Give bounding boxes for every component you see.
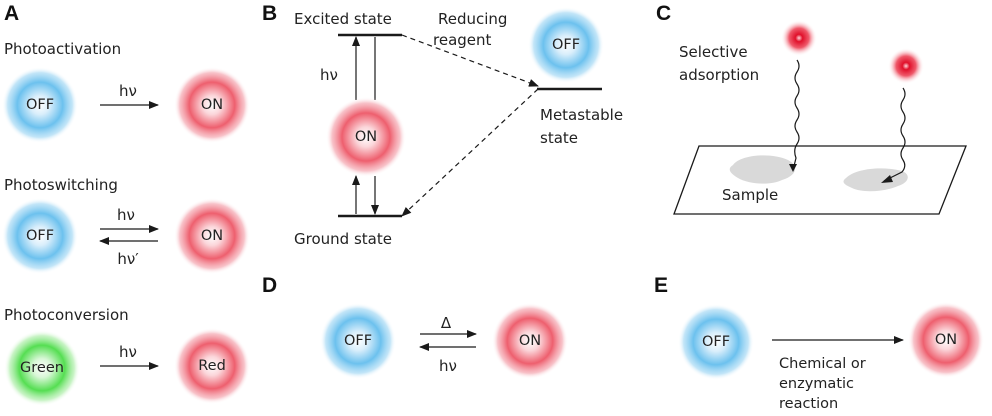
excited-state-label: Excited state [294,10,392,28]
hv-label: hν [320,66,338,84]
panel-b-letter: B [262,2,277,25]
on-state-circle [326,97,406,177]
selective-label: Selective [679,43,748,61]
sample-blob [729,155,796,184]
off-label: OFF [26,97,54,113]
off-label: OFF [26,228,54,244]
sample-slide [673,145,967,215]
on-label: ON [355,129,377,145]
on-state-circle [174,198,250,274]
red-state-circle [174,328,250,404]
panel-d-letter: D [262,274,277,297]
reaction-label-line1: Chemical or [779,356,866,372]
off-state-circle [2,67,78,143]
off-state-circle [528,7,604,83]
wavy-arrow-head [789,164,797,172]
panel-b: B Excited state Ground state hν ON Reduc… [262,2,623,248]
on-label: ON [935,332,957,348]
panel-c: C Selective adsorption Sample [656,2,967,215]
off-state-circle [320,303,396,379]
photoswitching-title: Photoswitching [4,176,118,194]
reduction-dashed-arrow [401,34,539,87]
conversion-hv-label: hν [119,343,137,361]
fluorophore-dot [888,48,924,84]
panel-e-letter: E [654,274,668,297]
ground-state-label: Ground state [294,230,392,248]
green-state-circle [4,330,80,406]
wavy-adsorption-arrow [792,59,800,171]
reaction-label-line3: reaction [779,396,838,412]
panel-e: E OFF Chemical or enzymatic reaction ON [654,274,984,412]
panel-d: D OFF Δ hν ON [262,274,568,379]
photoconversion-title: Photoconversion [4,306,129,324]
off-label: OFF [702,334,730,350]
off-label: OFF [552,37,580,53]
off-label: OFF [344,333,372,349]
off-state-circle [2,198,78,274]
off-state-circle [678,304,754,380]
activation-hv-label: hν [119,82,137,100]
hv-label: hν [439,357,457,375]
reaction-label-line2: enzymatic [779,376,854,392]
photoactivation-title: Photoactivation [4,40,121,58]
wavy-adsorption-arrow [883,87,906,182]
delta-label: Δ [441,314,452,332]
adsorption-label: adsorption [679,66,759,84]
on-label: ON [519,333,541,349]
panel-c-letter: C [656,2,671,25]
on-state-circle [908,302,984,378]
state-label: state [540,129,578,147]
fluorophore-dot [781,20,817,56]
on-label: ON [201,228,223,244]
on-label: ON [201,97,223,113]
recovery-dashed-arrow [401,88,539,217]
wavy-arrow-head [881,175,893,183]
reverse-hv-label: hν′ [117,250,139,268]
sample-blob [843,168,908,192]
reagent-label-text: reagent [433,31,492,49]
sample-label: Sample [722,186,778,204]
red-label: Red [198,358,226,374]
green-label: Green [20,360,64,376]
metastable-label: Metastable [540,106,623,124]
panel-a: A Photoactivation OFF hν ON Photoswitchi… [2,2,250,406]
on-state-circle [492,303,568,379]
reducing-label: Reducing [438,10,507,28]
forward-hv-label: hν [117,206,135,224]
on-state-circle [174,67,250,143]
panel-a-letter: A [4,2,19,25]
